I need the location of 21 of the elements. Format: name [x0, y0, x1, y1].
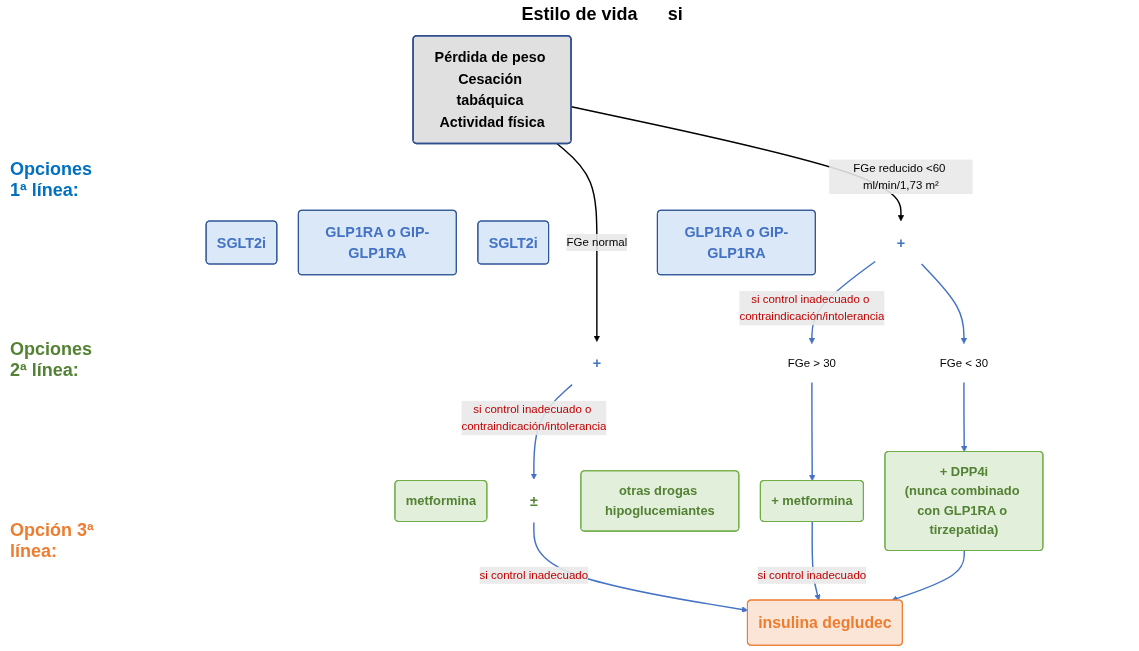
- edge-label: si control inadecuado: [479, 568, 589, 581]
- edge-label: FGe reducido <60 ml/min/1,73 m²: [853, 161, 946, 192]
- row-label: Opción 3ª línea:: [10, 519, 95, 562]
- heading-note: Estilo de vida: [521, 4, 638, 25]
- node-text: ±: [529, 493, 538, 509]
- edge-label: FGe normal: [566, 236, 628, 249]
- arrow: [891, 550, 965, 602]
- arrow: [920, 263, 968, 344]
- node-text: FGe < 30: [939, 356, 989, 369]
- branch-label: si: [667, 4, 683, 25]
- arrow: [809, 381, 816, 482]
- edge-label: si control inadecuado o contraindicación/intolerancia: [739, 293, 885, 323]
- node-text: +: [592, 355, 602, 372]
- row-label: Opciones 2ª línea:: [10, 339, 94, 382]
- edge-label: si control inadecuado o contraindicación/intolerancia: [461, 402, 607, 433]
- arrow: [556, 143, 601, 342]
- node-text: FGe > 30: [787, 356, 836, 369]
- arrow: [961, 381, 968, 453]
- row-label: Opciones 1ª línea:: [10, 159, 94, 202]
- node-text: +: [896, 234, 906, 251]
- edge-label: si control inadecuado: [757, 568, 867, 581]
